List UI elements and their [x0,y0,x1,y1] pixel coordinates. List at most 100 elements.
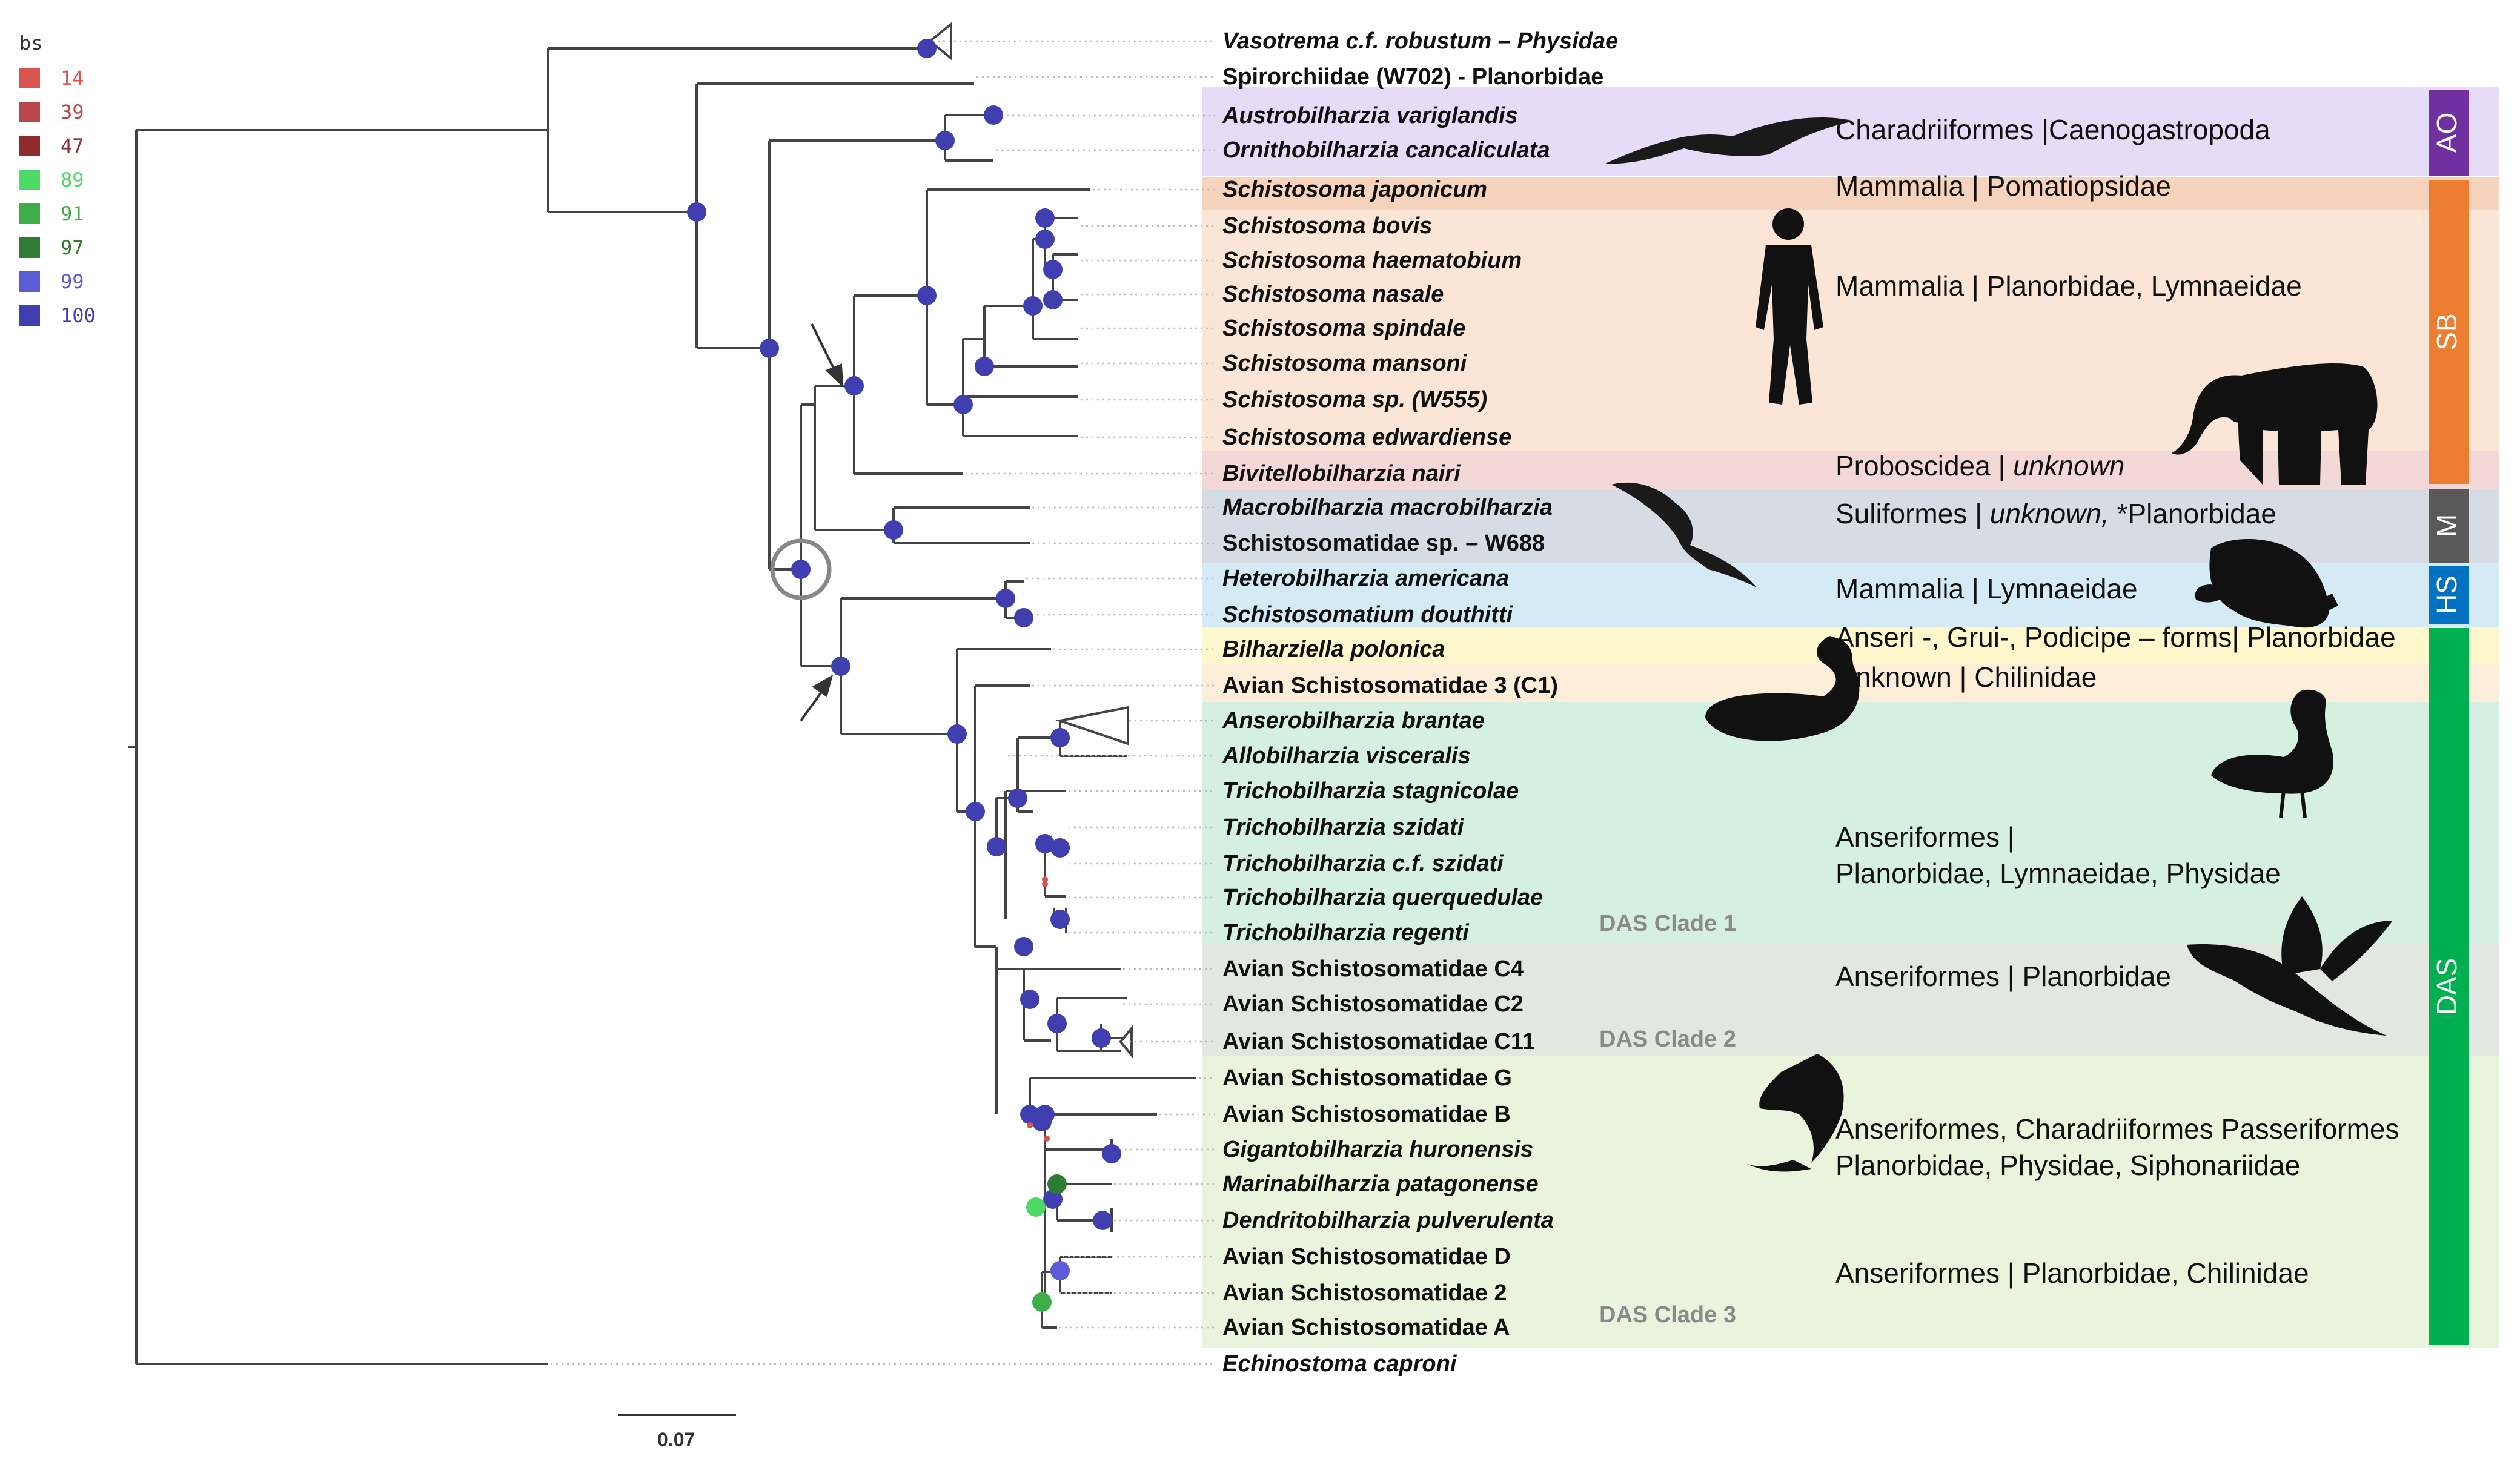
tree-branches [128,21,1196,1365]
bootstrap-node [884,520,903,540]
highlighted-node-ring [770,538,832,600]
node-arrow-upper [811,323,844,388]
bootstrap-node [1047,1174,1067,1194]
legend-value: 99 [61,270,84,293]
tip-label: Trichobilharzia stagnicolae [1222,778,1519,804]
tip-label: Avian Schistosomatidae G [1222,1065,1512,1091]
das-clade-2-label: DAS Clade 2 [1599,1027,1736,1052]
cormorant-silhouette-icon [1611,482,1757,587]
host-annotation: Charadriiformes |Caenogastropoda [1835,114,2270,145]
elephant-silhouette-icon [2172,363,2378,485]
collapsed-clade-triangle [927,21,952,61]
bootstrap-nodes [687,39,1121,1312]
tip-label: Avian Schistosomatidae A [1222,1315,1510,1340]
legend-swatch [19,170,40,190]
legend-value: 89 [61,168,84,191]
legend-swatch [19,305,40,326]
legend-value: 47 [61,134,84,157]
das-clade-1-label: DAS Clade 1 [1599,911,1736,936]
bootstrap-node [1032,1112,1052,1131]
tip-label: Schistosoma haematobium [1222,248,1522,273]
tip-label: Schistosoma edwardiense [1222,425,1511,450]
bootstrap-node [1050,728,1070,747]
tip-label: Ornithobilharzia cancaliculata [1222,137,1550,163]
tip-label: Trichobilharzia c.f. szidati [1222,851,1504,876]
tip-labels: Vasotrema c.f. robustum – PhysidaeSpiror… [1222,28,1618,1377]
bootstrap-node [996,589,1015,608]
bootstrap-node [1014,608,1033,627]
bootstrap-node [1042,881,1048,887]
bootstrap-node [760,339,779,358]
host-annotation: Proboscidea | unknown [1835,450,2124,481]
bootstrap-node [947,724,967,744]
band-sb-japonicum [1202,177,2499,210]
passerine-silhouette-icon [1745,1054,1844,1172]
tip-label: Schistosoma bovis [1222,213,1432,239]
legend-swatch [19,237,40,258]
bootstrap-node [987,837,1006,856]
bootstrap-node [917,286,937,305]
legend-title: bs [19,31,43,55]
legend-value: 14 [61,67,84,90]
group-bar-label-sb: SB [2431,313,2462,350]
bootstrap-node [975,357,994,376]
bootstrap-node [1035,834,1055,853]
tip-label: Bilharziella polonica [1222,637,1445,662]
bootstrap-node [1023,296,1043,316]
group-bar-label-hs: HS [2431,575,2462,614]
bootstrap-node [1026,1197,1046,1217]
tip-label: Schistosomatium douthitti [1222,602,1514,627]
bootstrap-node [1014,937,1033,956]
bootstrap-node [1043,1189,1063,1209]
tip-label: Trichobilharzia querquedulae [1222,885,1543,910]
scale-bar-label: 0.07 [657,1429,695,1451]
duck-flying-silhouette-icon [2187,896,2393,1036]
legend-swatch [19,68,40,88]
bootstrap-node [1047,1014,1067,1033]
tip-label: Schistosoma sp. (W555) [1222,387,1487,412]
tip-label: Bivitellobilharzia nairi [1222,461,1461,486]
bootstrap-node [1043,260,1063,279]
tip-label: Austrobilharzia variglandis [1222,103,1518,128]
group-bar-hs [2429,566,2469,624]
group-bar-m [2429,489,2469,563]
raccoon-silhouette-icon [2195,539,2338,628]
tip-label: Avian Schistosomatidae 3 (C1) [1222,673,1558,698]
tip-label: Echinostoma caproni [1222,1351,1457,1377]
group-bar-das [2429,628,2469,1345]
bootstrap-node [1035,208,1055,228]
bootstrap-node [917,39,937,58]
tip-label: Allobilharzia visceralis [1222,743,1471,769]
bootstrap-node [1035,230,1055,249]
tip-label: Avian Schistosomatidae D [1222,1244,1511,1269]
tip-label: Marinabilharzia patagonense [1222,1171,1539,1197]
tip-label: Avian Schistosomatidae B [1222,1102,1511,1127]
tip-leader-lines [551,40,1215,1365]
legend-value: 39 [61,101,84,124]
grebe-silhouette-icon [1705,636,1860,741]
gull-silhouette-icon [1605,117,1854,164]
tip-label: Schistosoma nasale [1222,282,1444,307]
tip-label: Gigantobilharzia huronensis [1222,1137,1533,1162]
bootstrap-node [1050,838,1070,858]
das-clade-3-label: DAS Clade 3 [1599,1302,1736,1328]
tip-label: Schistosoma japonicum [1222,177,1487,202]
tip-label: Trichobilharzia szidati [1222,815,1465,840]
bootstrap-node [1027,1122,1033,1128]
host-annotation: Anseriformes | Planorbidae [1835,961,2171,992]
host-annotation: Suliformes | unknown, *Planorbidae [1835,498,2276,529]
host-annotation: Anseriformes | [1835,821,2015,853]
tip-label: Avian Schistosomatidae C2 [1222,991,1524,1017]
bootstrap-node [1093,1211,1112,1230]
host-annotations: Charadriiformes |CaenogastropodaMammalia… [1835,114,2399,1289]
bootstrap-node [791,560,811,579]
band-ao [1202,87,2499,176]
tip-label: Dendritobilharzia pulverulenta [1222,1208,1554,1233]
legend-swatch [19,136,40,156]
tip-label: Schistosomatidae sp. – W688 [1222,531,1545,556]
band-das-clade-1 [1202,702,2499,943]
bootstrap-node [1020,990,1040,1009]
tip-label: Vasotrema c.f. robustum – Physidae [1222,28,1618,54]
